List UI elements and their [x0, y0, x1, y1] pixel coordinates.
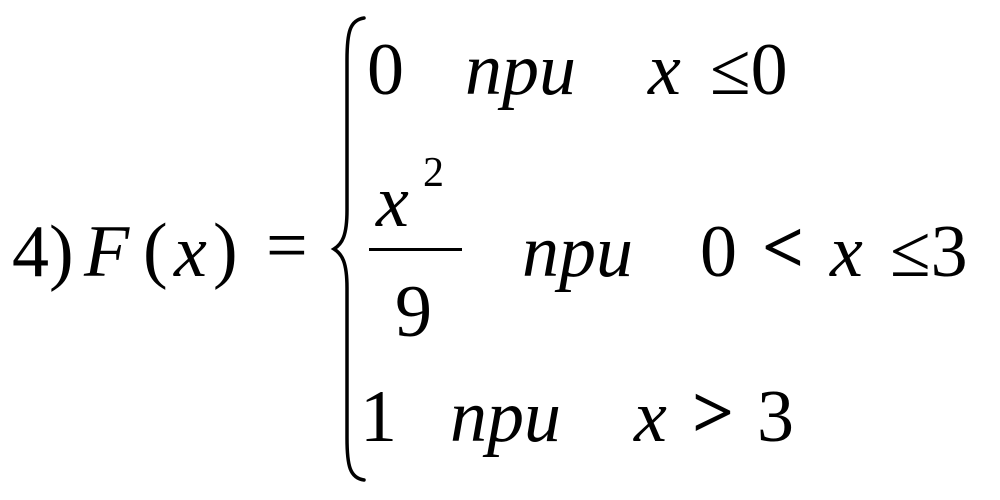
paren-close: )	[213, 209, 238, 291]
case-2-condition-upper: ≤3	[890, 211, 968, 293]
case-3-word: npu	[450, 376, 561, 458]
paren-open: (	[143, 209, 168, 291]
case-3-condition-variable: x	[634, 376, 667, 458]
case-2-numerator-base: x	[376, 161, 409, 243]
case-1-condition-bound: ≤0	[710, 29, 788, 111]
function-name: F	[84, 211, 130, 293]
case-3-value: 1	[360, 376, 397, 458]
case-3-condition-bound: 3	[757, 376, 794, 458]
case-1-word: npu	[465, 29, 576, 111]
formula-label: 4)	[12, 211, 74, 293]
case-2-condition-variable: x	[830, 211, 863, 293]
curly-brace-icon	[330, 16, 366, 482]
case-1-value: 0	[367, 29, 404, 111]
case-2-denominator: 9	[395, 271, 432, 353]
case-3-condition-greater-than: >	[692, 372, 735, 454]
case-1-condition-variable: x	[648, 29, 681, 111]
function-argument: x	[174, 211, 207, 293]
case-2-condition-lower: 0	[700, 211, 737, 293]
case-2-word: npu	[522, 211, 633, 293]
case-2-condition-less-than: <	[762, 207, 805, 289]
case-2-numerator-exponent: 2	[423, 150, 444, 196]
equals-sign: =	[266, 205, 308, 287]
fraction-bar	[369, 248, 462, 251]
